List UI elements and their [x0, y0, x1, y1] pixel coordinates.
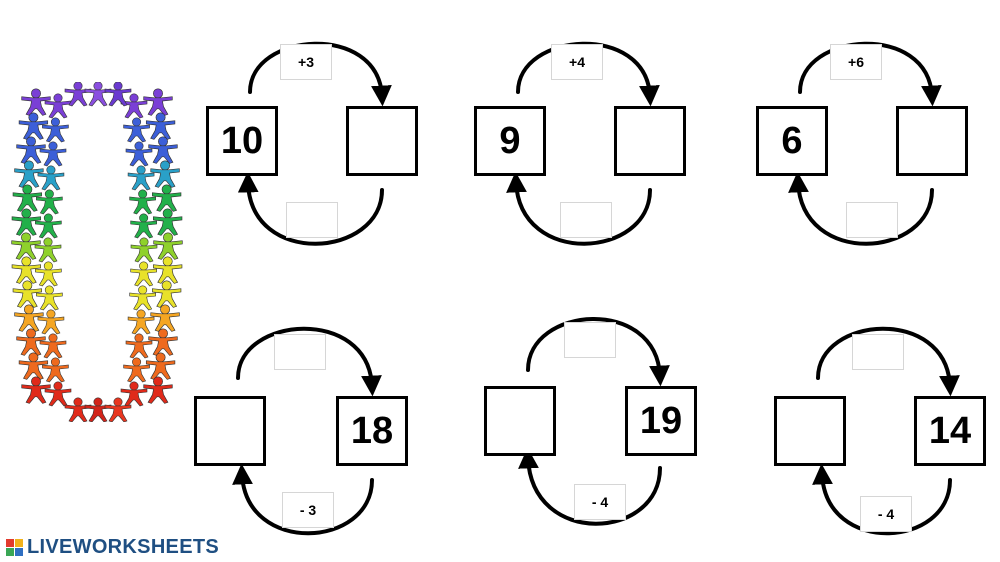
paper-person-figure [42, 117, 69, 143]
people-ring-icon [11, 82, 183, 422]
paper-person-figure [36, 189, 63, 215]
paper-person-figure [130, 213, 157, 239]
problem-2-top-operation-label: +4 [551, 44, 603, 80]
paper-person-figure [148, 136, 178, 164]
paper-person-figure [11, 256, 41, 284]
paper-person-figure [12, 280, 42, 308]
paper-person-figure [145, 352, 176, 380]
paper-person-figure [14, 304, 44, 332]
paper-person-figure [64, 82, 92, 107]
paper-person-figure [18, 352, 49, 380]
paper-person-figure [143, 88, 173, 116]
liveworksheets-logo[interactable]: LIVEWORKSHEETS [6, 535, 219, 559]
paper-person-figure [16, 136, 46, 164]
paper-person-figure [35, 261, 62, 287]
paper-person-figure [130, 237, 158, 263]
paper-person-figure [152, 280, 182, 308]
problem-4-right-box: 18 [336, 396, 408, 466]
paper-person-figure [129, 285, 156, 311]
problem-4-bottom-operation-label: - 3 [282, 492, 334, 528]
problem-5-top-operation-answer[interactable] [564, 322, 616, 358]
problem-3-bottom-operation-answer[interactable] [846, 202, 898, 238]
paper-person-figure [125, 141, 153, 167]
paper-person-figure [39, 141, 67, 167]
paper-person-figure [44, 93, 72, 119]
paper-person-figure [104, 397, 132, 422]
problem-6-top-operation-answer[interactable] [852, 334, 904, 370]
paper-person-figure [18, 112, 49, 140]
problem-5-left-answer-box[interactable] [484, 386, 556, 456]
paper-person-figure [129, 189, 156, 215]
paper-person-figure [42, 357, 69, 383]
problem-6-left-answer-box[interactable] [774, 396, 846, 466]
paper-person-figure [145, 112, 176, 140]
paper-person-figure [127, 309, 155, 335]
paper-person-figure [37, 309, 65, 335]
problem-4-top-operation-answer[interactable] [274, 334, 326, 370]
paper-person-figure [16, 328, 46, 356]
paper-person-figure [37, 165, 65, 191]
paper-person-figure [35, 213, 62, 239]
paper-person-figure [153, 208, 183, 236]
problem-3-right-answer-box[interactable] [896, 106, 968, 176]
paper-person-figure [143, 376, 173, 404]
paper-person-figure [64, 397, 92, 422]
paper-person-figure [104, 82, 132, 107]
paper-person-figure [12, 184, 42, 212]
paper-person-figure [125, 333, 153, 359]
problem-1-top-operation-label: +3 [280, 44, 332, 80]
paper-person-figure [11, 232, 41, 260]
problem-5-bottom-operation-label: - 4 [574, 484, 626, 520]
paper-person-figure [39, 333, 67, 359]
problem-3-top-operation-label: +6 [830, 44, 882, 80]
paper-person-figure [150, 304, 180, 332]
problem-2-left-box: 9 [474, 106, 546, 176]
problem-1-left-box: 10 [206, 106, 278, 176]
problem-1-bottom-operation-answer[interactable] [286, 202, 338, 238]
paper-person-figure [123, 117, 150, 143]
problem-3-left-box: 6 [756, 106, 828, 176]
problem-2-right-answer-box[interactable] [614, 106, 686, 176]
paper-person-figure [153, 232, 183, 260]
problem-6-right-box: 14 [914, 396, 986, 466]
paper-person-figure [127, 165, 155, 191]
problem-1-right-answer-box[interactable] [346, 106, 418, 176]
paper-person-figure [36, 285, 63, 311]
problem-2-bottom-operation-answer[interactable] [560, 202, 612, 238]
paper-person-figure [44, 381, 72, 407]
paper-person-figure [84, 82, 112, 107]
paper-person-figure [14, 160, 44, 188]
paper-person-figure [148, 328, 178, 356]
problem-4-left-answer-box[interactable] [194, 396, 266, 466]
liveworksheets-logo-icon [6, 538, 23, 556]
paper-person-figure [153, 256, 183, 284]
paper-person-figure [34, 237, 62, 263]
paper-person-figure [120, 381, 148, 407]
paper-person-figure [21, 376, 51, 404]
problem-6-bottom-operation-label: - 4 [860, 496, 912, 532]
paper-person-figure [130, 261, 157, 287]
paper-person-figure [123, 357, 150, 383]
paper-person-figure [21, 88, 51, 116]
paper-person-figure [152, 184, 182, 212]
paper-person-figure [150, 160, 180, 188]
paper-person-figure [84, 397, 112, 422]
liveworksheets-brand-text: LIVEWORKSHEETS [27, 535, 219, 558]
problem-5-right-box: 19 [625, 386, 697, 456]
paper-person-figure [11, 208, 41, 236]
